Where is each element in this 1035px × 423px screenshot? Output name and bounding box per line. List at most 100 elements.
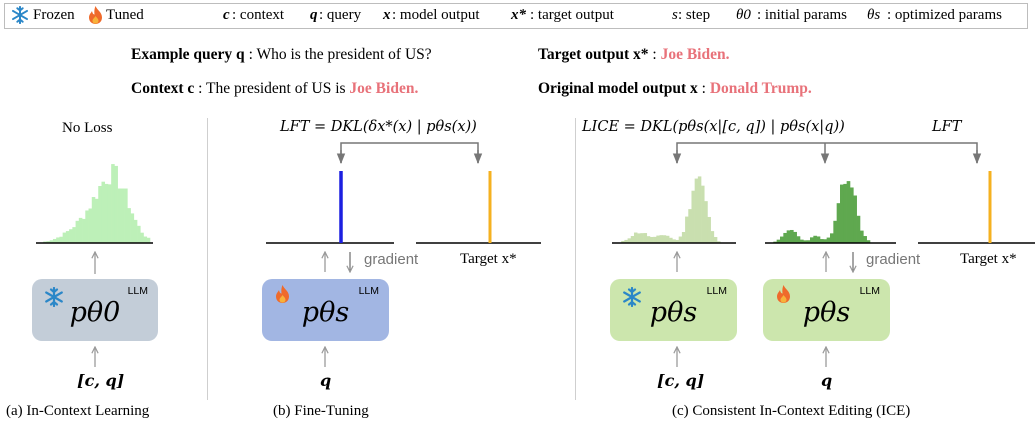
model-label: pθs xyxy=(301,297,350,328)
llm-tag: LLM xyxy=(127,285,148,297)
histogram-bar xyxy=(675,239,679,243)
llm-box-frozen-c: LLM pθs xyxy=(610,279,737,341)
legend-frozen: Frozen xyxy=(33,7,75,23)
caption-b: (b) Fine-Tuning xyxy=(273,403,369,419)
legend-bar: Frozen Tuned c : context q : query x : m… xyxy=(4,3,1028,29)
histogram-bar xyxy=(816,236,821,243)
histogram-bar xyxy=(649,236,654,243)
llm-tag: LLM xyxy=(706,285,727,297)
histogram-bar xyxy=(672,239,676,243)
legend-opt-desc: : optimized params xyxy=(887,7,1002,23)
histogram-bar xyxy=(786,230,791,243)
histogram-bar xyxy=(91,197,96,243)
histogram-bar xyxy=(69,229,73,243)
legend-context-desc: : context xyxy=(232,7,285,23)
histogram-bar xyxy=(85,210,89,243)
legend-init-desc: : initial params xyxy=(757,7,847,23)
histogram-bar xyxy=(88,208,93,243)
histogram-bar xyxy=(659,235,664,243)
histogram-bar xyxy=(790,229,794,243)
target-label-b: Target x* xyxy=(460,251,517,267)
histogram-bar xyxy=(826,237,831,243)
histogram-bar xyxy=(146,237,151,243)
histogram-bar xyxy=(646,236,651,243)
example-query-label: Example query q xyxy=(131,46,245,63)
histogram-bar xyxy=(59,236,63,243)
histogram-bar xyxy=(853,195,857,243)
histogram-bar xyxy=(843,183,847,243)
snowflake-icon xyxy=(44,286,64,312)
example-context-text: : The president of US is xyxy=(194,80,350,97)
histogram-bar xyxy=(717,241,721,243)
llm-tag: LLM xyxy=(358,285,379,297)
flame-icon xyxy=(775,284,792,309)
histogram-bar xyxy=(65,231,70,243)
histogram-bar xyxy=(49,240,54,243)
histogram-bar xyxy=(633,232,638,243)
separator-bc xyxy=(575,118,576,400)
histogram-bar xyxy=(863,236,867,243)
histogram-bar xyxy=(685,216,689,243)
llm-tag: LLM xyxy=(859,285,880,297)
histogram-bar xyxy=(678,236,683,243)
histogram-bar xyxy=(630,236,635,243)
flame-icon xyxy=(274,284,291,309)
histogram-bar xyxy=(823,239,827,243)
loss-ft-formula: LFT = DKL(δx*(x) | pθs(x)) xyxy=(280,119,477,135)
histogram-bar xyxy=(866,240,871,243)
histogram-bar xyxy=(806,240,811,243)
input-a: [c, q] xyxy=(77,371,125,390)
legend-tuned: Tuned xyxy=(106,7,144,23)
example-context: Context c : The president of US is Joe B… xyxy=(131,80,418,98)
histogram-bar xyxy=(130,213,135,243)
snowflake-icon xyxy=(622,286,642,312)
histogram-bar xyxy=(850,187,854,243)
target-label-c: Target x* xyxy=(960,251,1017,267)
histogram-bar xyxy=(621,240,625,243)
histogram-bar xyxy=(95,198,99,243)
histogram-bar xyxy=(810,237,814,243)
histogram-bar xyxy=(836,203,841,243)
histogram-c-tuned xyxy=(773,181,871,243)
legend-query-symbol: q xyxy=(310,7,318,23)
legend-init-symbol: θ0 xyxy=(736,7,751,23)
snowflake-icon xyxy=(11,5,29,29)
separator-ab xyxy=(207,118,208,400)
legend-step-symbol: s xyxy=(672,7,678,23)
example-target-answer: Joe Biden. xyxy=(660,46,730,63)
legend-target-desc: : target output xyxy=(530,7,614,23)
histogram-bar xyxy=(793,231,797,243)
legend-output-symbol: x xyxy=(383,7,391,23)
input-b: q xyxy=(320,371,332,390)
histogram-bar xyxy=(840,184,844,243)
histogram-bar xyxy=(669,237,673,243)
histogram-bar xyxy=(124,188,128,243)
example-target: Target output x* : Joe Biden. xyxy=(538,46,730,64)
input-c-tuned: q xyxy=(821,371,833,390)
histogram-bar xyxy=(624,239,628,243)
histogram-a xyxy=(43,164,151,243)
histogram-bar xyxy=(697,176,702,243)
histogram-c-frozen xyxy=(621,176,721,243)
model-label: pθs xyxy=(649,297,698,328)
legend-step-desc: : step xyxy=(678,7,711,23)
histogram-bar xyxy=(656,235,660,243)
llm-box-frozen-a: LLM pθ0 xyxy=(32,279,158,341)
llm-box-tuned-b: LLM pθs xyxy=(262,279,389,341)
histogram-bar xyxy=(637,233,641,243)
histogram-bar xyxy=(783,232,787,243)
gradient-label-b: gradient xyxy=(364,251,419,268)
histogram-bar xyxy=(140,232,144,243)
histogram-bar xyxy=(776,239,781,243)
histogram-bar xyxy=(701,185,705,243)
histogram-bar xyxy=(120,188,125,243)
histogram-bar xyxy=(820,239,824,243)
no-loss-label: No Loss xyxy=(62,120,113,136)
histogram-bar xyxy=(713,237,718,243)
model-label: pθ0 xyxy=(69,297,121,328)
example-original-answer: Donald Trump. xyxy=(709,80,812,97)
histogram-bar xyxy=(627,238,632,243)
histogram-bar xyxy=(803,240,807,243)
example-original-sep: : xyxy=(697,80,710,97)
